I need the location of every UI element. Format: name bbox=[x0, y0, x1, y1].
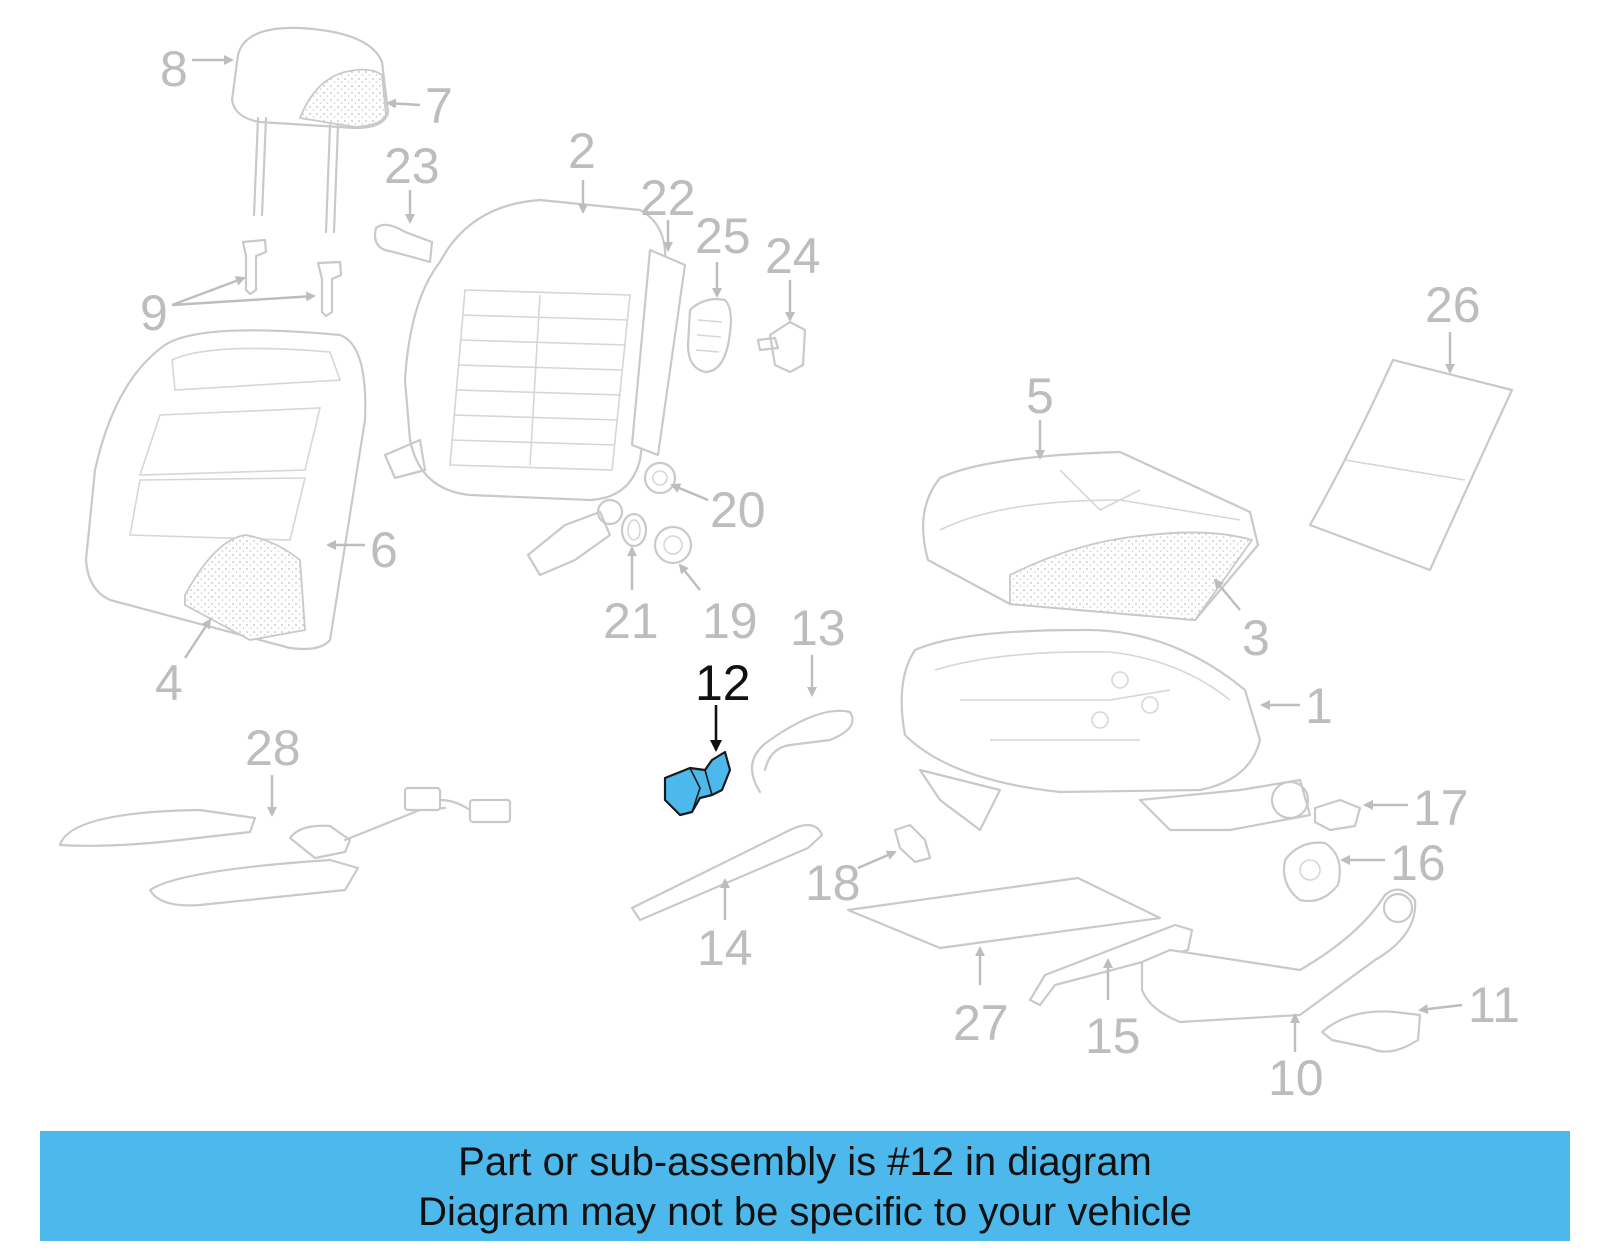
banner-line-part-number: Part or sub-assembly is #12 in diagram bbox=[458, 1140, 1152, 1184]
callout-21: 21 bbox=[603, 593, 659, 649]
callout-17: 17 bbox=[1413, 780, 1469, 836]
callout-7: 7 bbox=[425, 78, 453, 134]
seatback-frame-part bbox=[383, 198, 667, 577]
callout-9: 9 bbox=[140, 285, 168, 341]
callout-14: 14 bbox=[697, 920, 753, 976]
callout-leaders bbox=[171, 55, 1463, 1052]
callout-labels: 8 7 2 23 22 25 24 9 26 5 20 6 3 21 19 13… bbox=[140, 41, 1520, 1106]
callout-2: 2 bbox=[568, 123, 596, 179]
callout-5: 5 bbox=[1026, 368, 1054, 424]
callout-10: 10 bbox=[1268, 1050, 1324, 1106]
callout-26: 26 bbox=[1425, 277, 1481, 333]
side-trim-14-part bbox=[630, 823, 824, 922]
highlighted-part-12 bbox=[663, 750, 732, 817]
callout-22: 22 bbox=[640, 170, 696, 226]
seat-rail-10-part bbox=[1140, 888, 1417, 1024]
callout-23: 23 bbox=[384, 138, 440, 194]
callout-13: 13 bbox=[790, 600, 846, 656]
seatback-side-panel-part bbox=[630, 248, 687, 457]
seat-frame-part bbox=[900, 628, 1312, 832]
callout-28: 28 bbox=[245, 720, 301, 776]
seatback-cover-part bbox=[84, 329, 367, 651]
callout-1: 1 bbox=[1305, 678, 1333, 734]
callout-27: 27 bbox=[953, 995, 1009, 1051]
callout-6: 6 bbox=[370, 522, 398, 578]
callout-11: 11 bbox=[1468, 977, 1520, 1033]
headrest-guide-part bbox=[241, 238, 343, 318]
callout-25: 25 bbox=[695, 208, 751, 264]
knob-cover-part bbox=[756, 320, 807, 374]
clip-17-part bbox=[1313, 798, 1362, 832]
recline-handle-part bbox=[373, 223, 434, 264]
callout-3: 3 bbox=[1242, 610, 1270, 666]
handle-11-part bbox=[1320, 1010, 1422, 1053]
callout-18: 18 bbox=[805, 855, 861, 911]
callout-20: 20 bbox=[710, 482, 766, 538]
callout-24: 24 bbox=[765, 228, 821, 284]
callout-15: 15 bbox=[1085, 1008, 1141, 1064]
banner-line-disclaimer: Diagram may not be specific to your vehi… bbox=[418, 1190, 1192, 1234]
cover-16-part bbox=[1282, 841, 1341, 903]
callout-16: 16 bbox=[1390, 835, 1446, 891]
cable-part bbox=[750, 709, 854, 794]
pad-27-part bbox=[846, 876, 1162, 950]
info-banner: Part or sub-assembly is #12 in diagram D… bbox=[40, 1131, 1570, 1241]
callout-8: 8 bbox=[160, 41, 188, 97]
callout-19: 19 bbox=[702, 593, 758, 649]
headrest-part bbox=[230, 26, 390, 234]
callout-4: 4 bbox=[155, 655, 183, 711]
callout-12: 12 bbox=[695, 655, 751, 711]
lumbar-knob-part bbox=[686, 298, 732, 374]
seat-cushion-cover-part bbox=[922, 450, 1260, 622]
clip-18-part bbox=[893, 823, 932, 864]
seat-back-board-part bbox=[1308, 358, 1514, 572]
seat-heater-28-part bbox=[58, 786, 512, 907]
